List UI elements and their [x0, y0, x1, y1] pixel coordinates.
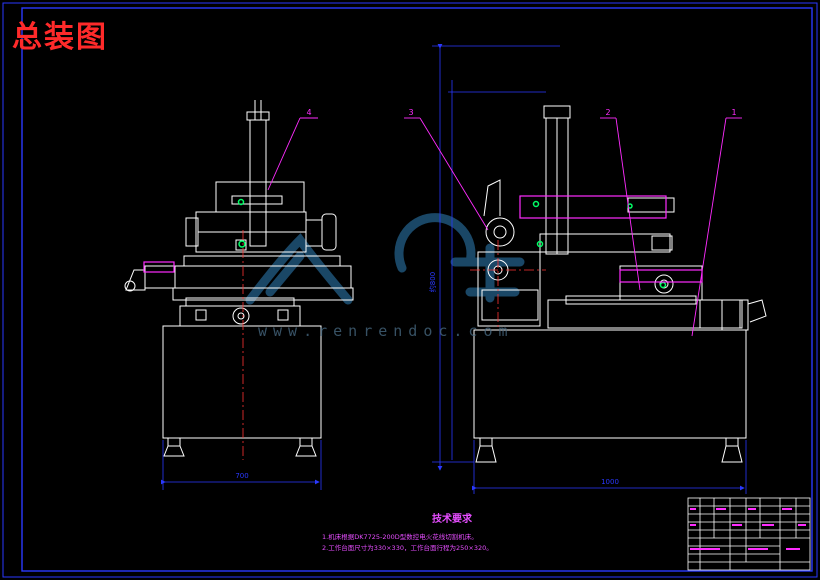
front-width-dimension — [161, 440, 322, 490]
front-fixture-marks — [237, 198, 246, 248]
balloon-2: 2 — [605, 108, 610, 117]
balloon-1: 1 — [731, 108, 736, 117]
side-upper-arm — [519, 195, 667, 219]
technical-requirement-line-2: 2.工作台面尺寸为330×330，工作台面行程为250×320。 — [322, 544, 493, 552]
balloon-4: 4 — [306, 108, 311, 117]
sheet-inner-frame — [21, 7, 813, 572]
side-leveling-feet — [475, 437, 743, 463]
side-height-value: 约800 — [428, 272, 437, 292]
drawing-title: 总装图 — [12, 20, 108, 55]
side-height-dimension — [432, 44, 560, 471]
front-view — [124, 100, 354, 457]
side-fixture-marks — [532, 200, 667, 289]
front-leveling-feet — [163, 437, 317, 457]
technical-requirements: 技术要求 1.机床根据DK7725-200D型数控电火花线切割机床。 2.工作台… — [322, 510, 582, 554]
side-view-accent — [519, 195, 703, 283]
front-base-cabinet — [162, 325, 322, 439]
balloon-3: 3 — [408, 108, 413, 117]
side-view — [473, 105, 767, 463]
side-lower-arm — [539, 233, 671, 253]
side-width-value: 1000 — [601, 478, 619, 486]
front-column — [249, 119, 267, 247]
front-view-accent — [143, 261, 175, 273]
leader-lines — [267, 117, 742, 337]
side-base-cabinet — [473, 329, 747, 439]
watermark-url: www.renrendoc.com — [258, 322, 514, 340]
front-width-value: 700 — [235, 472, 248, 480]
technical-requirement-line-1: 1.机床根据DK7725-200D型数控电火花线切割机床。 — [322, 533, 478, 541]
technical-requirements-heading: 技术要求 — [432, 514, 472, 525]
side-width-dimension — [472, 440, 747, 494]
title-block — [687, 497, 811, 571]
title-block-marks — [690, 508, 806, 550]
